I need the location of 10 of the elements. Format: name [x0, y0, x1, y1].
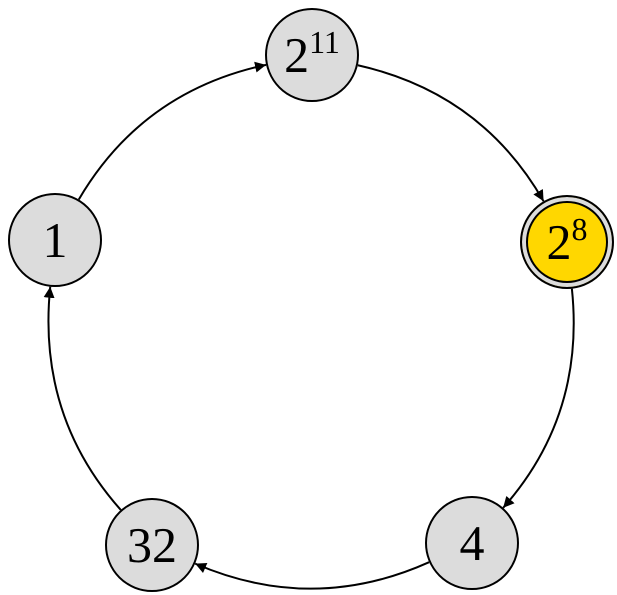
arrow: [44, 286, 122, 511]
node-label: 2$^{8}$: [546, 217, 588, 267]
node-label: 32: [127, 520, 177, 570]
arrow: [78, 62, 266, 200]
node-label: 2$^{11}$: [284, 30, 340, 80]
node-label: 1: [42, 215, 68, 265]
arrow: [358, 64, 544, 202]
arrow: [194, 561, 430, 590]
arrow: [502, 288, 575, 508]
node-label: 4: [460, 518, 484, 568]
